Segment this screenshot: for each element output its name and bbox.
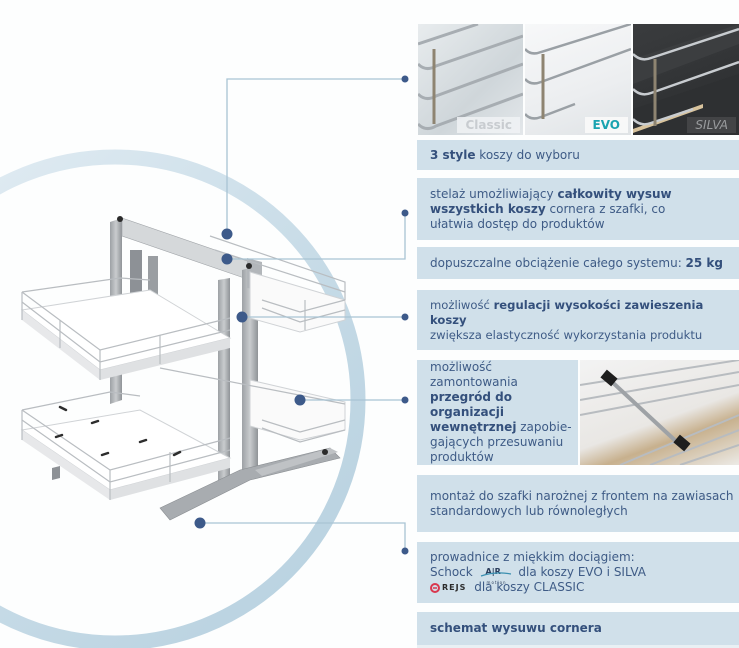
air-logo-subtext: motion — [486, 579, 507, 585]
callout-dots — [194, 75, 409, 555]
wire-basket-icon — [418, 24, 523, 131]
bottom-strip — [417, 645, 739, 648]
feature-text: możliwość zamontowania — [430, 360, 518, 389]
slides-evo-silva-text: dla koszy EVO i SILVA — [518, 565, 646, 579]
callout-dot — [294, 394, 306, 406]
feature-load-capacity: dopuszczalne obciążenie całego systemu: … — [417, 247, 739, 279]
wire-basket-icon — [525, 24, 631, 120]
slides-classic-text: dla koszy CLASSIC — [474, 580, 585, 594]
extension-scheme-heading: schemat wysuwu cornera — [417, 612, 739, 645]
feature-text: montaż do szafki narożnej z frontem na z… — [430, 488, 734, 518]
feature-soft-close-slides: prowadnice z miękkim dociągiem: Schock A… — [417, 542, 739, 603]
callout-dot — [401, 396, 409, 404]
partition-divider-icon — [580, 360, 739, 465]
feature-styles-text: koszy do wyboru — [475, 147, 580, 162]
rejs-logo-text: REJS — [442, 583, 467, 592]
feature-styles-bold: 3 style — [430, 147, 476, 162]
callout-dot — [221, 228, 233, 240]
style-photo-silva: SILVA — [633, 24, 739, 135]
callout-line-styles — [226, 78, 405, 234]
partition-photo — [580, 360, 739, 465]
callout-dot — [236, 311, 248, 323]
callout-dot — [401, 547, 409, 555]
feature-text: możliwość — [430, 297, 494, 312]
air-logo-text: A|R — [485, 566, 501, 576]
slides-line-1: prowadnice z miękkim dociągiem: — [430, 550, 635, 564]
style-label-silva: SILVA — [687, 117, 736, 133]
corner-basket-diagram — [0, 75, 409, 648]
feature-bold-text: regulacji wysokości zawieszenia koszy — [430, 297, 704, 327]
feature-partitions: możliwość zamontowania przegród do organ… — [417, 360, 578, 465]
air-logo-swoosh — [480, 571, 511, 577]
style-label-classic: Classic — [457, 117, 520, 133]
rejs-logo-icon: REJS — [430, 580, 466, 595]
feature-text: zapobie-gających przesuwaniu produktów — [430, 420, 572, 464]
slides-line-2: Schock A|R motion dla koszy EVO i SILVA — [430, 565, 646, 585]
basket-illustration — [20, 216, 346, 521]
callout-dot — [401, 209, 409, 217]
schock-brand: Schock — [430, 565, 473, 579]
style-photo-classic: Classic — [418, 24, 523, 135]
feature-text: stelaż umożliwiający — [430, 186, 558, 201]
load-capacity-value: 25 kg — [685, 255, 723, 270]
callout-dot — [401, 313, 409, 321]
style-label-evo: EVO — [584, 117, 628, 133]
callout-dot — [401, 75, 409, 83]
feature-text: zwiększa elastyczność wykorzystania prod… — [430, 327, 703, 342]
air-motion-logo-icon: A|R motion — [479, 566, 513, 585]
feature-mounting: montaż do szafki narożnej z frontem na z… — [417, 475, 739, 532]
feature-full-extension: stelaż umożliwiający całkowity wysuw wsz… — [417, 178, 739, 240]
feature-height-adjustment: możliwość regulacji wysokości zawieszeni… — [417, 290, 739, 350]
extension-scheme-title: schemat wysuwu cornera — [430, 621, 602, 635]
rejs-logo-mark — [430, 582, 440, 593]
callout-dot — [221, 253, 233, 265]
feature-bold-text: całkowity wysuw wszystkich koszy — [430, 186, 672, 216]
callout-line-slides — [200, 522, 406, 551]
callout-lines — [200, 78, 406, 551]
feature-styles: 3 style koszy do wyboru — [417, 140, 739, 170]
callout-dot — [194, 517, 206, 529]
feature-text: dopuszczalne obciążenie całego systemu: — [430, 255, 686, 270]
feature-text: cornera z szafki, co ułatwia dostęp do p… — [430, 201, 666, 231]
style-photo-evo: EVO — [525, 24, 631, 135]
callout-line-full-extension — [227, 213, 406, 260]
slides-line-3: REJS dla koszy CLASSIC — [430, 580, 646, 595]
feature-bold-text: przegród do organizacji wewnętrznej — [430, 390, 517, 434]
